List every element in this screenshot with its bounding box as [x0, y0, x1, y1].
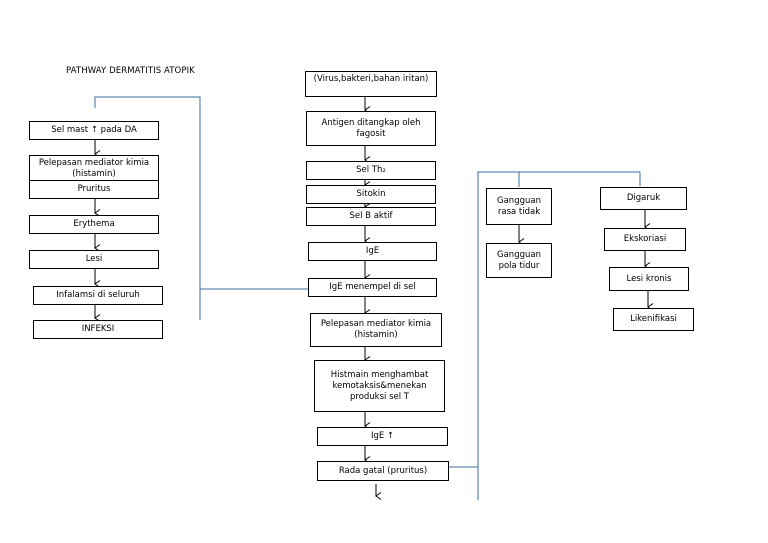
box-antigen: Antigen ditangkap oleh fagosit — [306, 111, 436, 146]
page-title: PATHWAY DERMATITIS ATOPIK — [66, 66, 195, 76]
box-ige-up: IgE ↑ — [317, 427, 448, 446]
box-inflamasi: Infalamsi di seluruh — [33, 286, 163, 305]
box-pelepasan-left: Pelepasan mediator kimia (histamin) — [29, 155, 159, 181]
box-ige: IgE — [308, 242, 437, 261]
box-sel-b: Sel B aktif — [306, 207, 436, 226]
box-infeksi: INFEKSI — [33, 320, 163, 339]
box-histamin: Histmain menghambat kemotaksis&menekan p… — [314, 360, 445, 412]
box-erythema: Erythema — [29, 215, 159, 234]
box-sel-mast: Sel mast ↑ pada DA — [29, 121, 159, 140]
box-ige-menempel: IgE menempel di sel — [308, 278, 437, 297]
box-gatal: Rada gatal (pruritus) — [317, 461, 449, 481]
box-lesi-kronis: Lesi kronis — [609, 267, 689, 291]
box-likenifikasi: Likenifikasi — [613, 308, 694, 331]
box-sitokin: Sitokin — [306, 185, 436, 204]
box-digaruk: Digaruk — [600, 187, 687, 210]
box-pruritus: Pruritus — [29, 180, 159, 199]
box-th2: Sel Th₂ — [306, 161, 436, 180]
box-virus: (Virus,bakteri,bahan iritan) — [305, 71, 437, 97]
blue-connectors — [94, 96, 641, 500]
connector-left-top — [94, 96, 201, 320]
box-ekskoriasi: Ekskoriasi — [604, 228, 686, 251]
box-gangguan-rasa: Gangguan rasa tidak — [486, 188, 552, 225]
box-pelepasan-center: Pelepasan mediator kimia (histamin) — [310, 313, 442, 347]
box-lesi: Lesi — [29, 250, 159, 269]
box-gangguan-pola: Gangguan pola tidur — [486, 243, 552, 278]
connector-right-bracket — [477, 171, 641, 500]
